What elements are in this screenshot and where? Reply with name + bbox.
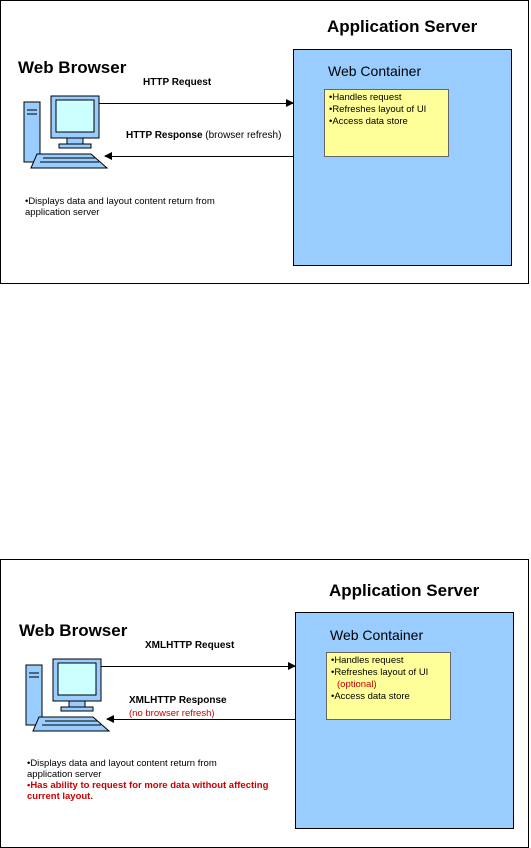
application-server-title: Application Server: [329, 581, 480, 600]
xmlhttp-response-label: XMLHTTP Response: [129, 695, 227, 706]
computer-icon: [23, 95, 109, 169]
web-container-box: Web Container •Handles request •Refreshe…: [293, 49, 512, 266]
browser-description-line: application server: [25, 207, 100, 218]
container-responsibilities-note: •Handles request •Refreshes layout of UI…: [324, 89, 449, 157]
web-container-title: Web Container: [328, 63, 422, 79]
container-item-optional: (optional): [337, 679, 377, 690]
web-container-box: Web Container •Handles request •Refreshe…: [295, 612, 514, 829]
container-responsibilities-note: •Handles request •Refreshes layout of UI…: [326, 652, 451, 720]
container-item: •Access data store: [329, 116, 408, 127]
ajax-web-diagram: Application Server Web Browser Web Conta…: [0, 559, 529, 848]
web-browser-title: Web Browser: [18, 58, 127, 77]
browser-description-line: •Displays data and layout content return…: [27, 758, 217, 769]
container-item: •Refreshes layout of UI: [331, 667, 429, 678]
response-arrow: [104, 152, 293, 160]
container-item: •Refreshes layout of UI: [329, 104, 427, 115]
http-response-label-bold: HTTP Response: [126, 130, 203, 141]
computer-icon: [25, 658, 111, 732]
http-response-label: HTTP Response (browser refresh): [126, 130, 281, 141]
web-browser-title: Web Browser: [19, 621, 128, 640]
container-item: •Handles request: [329, 92, 402, 103]
browser-description-line: application server: [27, 769, 102, 780]
no-refresh-note: (no browser refresh): [129, 708, 215, 719]
request-arrow: [100, 662, 296, 670]
http-response-label-note: (browser refresh): [205, 130, 282, 141]
response-arrow: [106, 715, 295, 723]
container-item: •Access data store: [331, 691, 410, 702]
browser-description-line: •Displays data and layout content return…: [25, 196, 215, 207]
application-server-title: Application Server: [327, 17, 478, 36]
request-arrow: [98, 99, 294, 107]
browser-capability-highlight: current layout.: [27, 791, 93, 802]
browser-description: •Displays data and layout content return…: [25, 196, 215, 218]
browser-capability-highlight: •Has ability to request for more data wi…: [27, 780, 269, 791]
traditional-web-diagram: Application Server Web Browser Web Conta…: [0, 0, 529, 284]
browser-description: •Displays data and layout content return…: [27, 758, 268, 802]
web-container-title: Web Container: [330, 627, 424, 643]
xmlhttp-request-label: XMLHTTP Request: [145, 640, 235, 651]
container-item: •Handles request: [331, 655, 404, 666]
http-request-label: HTTP Request: [143, 77, 212, 88]
